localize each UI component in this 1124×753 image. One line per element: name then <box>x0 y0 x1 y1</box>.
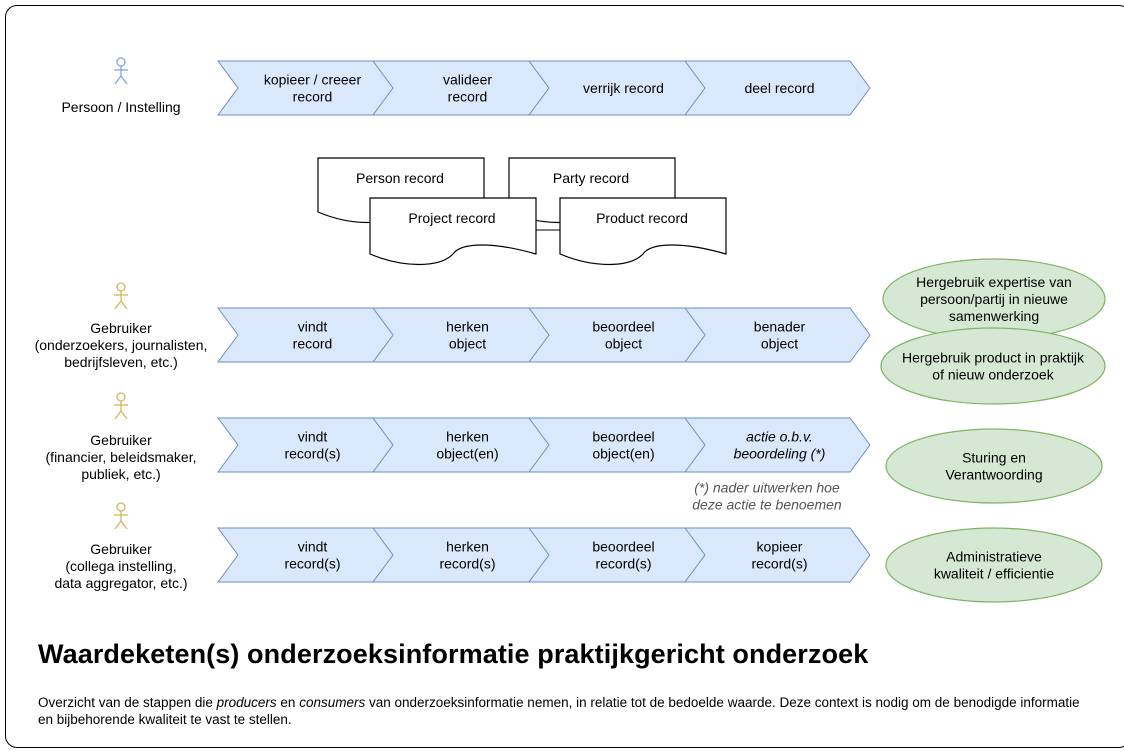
step-4-4-chevron <box>684 527 871 583</box>
description-part-3: van onderzoeksinformatie nemen, in relat… <box>38 695 1080 727</box>
doc-project-record-label: Project record <box>408 210 495 226</box>
actor-2-icon <box>114 282 128 310</box>
doc-person-record-label: Person record <box>356 170 444 186</box>
doc-product-record-label: Product record <box>596 210 688 226</box>
description-producers: producers <box>216 695 277 710</box>
diagram-title: Waardeketen(s) onderzoeksinformatie prak… <box>38 639 869 669</box>
step-1-4-chevron <box>684 60 871 116</box>
actor-2-label: Gebruiker(onderzoekers, journalisten,bed… <box>35 320 208 370</box>
value-governance-ellipse <box>885 428 1103 504</box>
doc-product-record-shape <box>559 197 727 266</box>
doc-party-record-label: Party record <box>553 170 629 186</box>
description-consumers: consumers <box>299 695 366 710</box>
actor-1-label: Persoon / Instelling <box>61 99 180 115</box>
actor-4-label: Gebruiker(collega instelling,data aggreg… <box>54 541 187 591</box>
step-1-3-label: verrijk record <box>583 80 664 96</box>
value-reuse-product-ellipse <box>880 327 1106 405</box>
actor-3-icon <box>114 392 128 420</box>
step-3-4-chevron <box>684 417 871 473</box>
step-3-4-label: actie o.b.v.beoordeling (*) <box>734 428 826 461</box>
actor-3-label: Gebruiker(financier, beleidsmaker,publie… <box>46 432 197 482</box>
description-part-1: Overzicht van de stappen die <box>38 695 217 710</box>
actor-1-icon <box>114 57 128 85</box>
value-admin-quality-ellipse <box>885 527 1103 603</box>
diagram-description: Overzicht van de stappen die producers e… <box>38 694 1098 728</box>
step-2-4-chevron <box>684 307 871 363</box>
actor-4-icon <box>114 502 128 530</box>
description-part-2: en <box>276 695 300 710</box>
step-1-4-label: deel record <box>744 80 814 96</box>
diagram-frame <box>5 5 1124 748</box>
doc-project-record-shape <box>369 197 537 266</box>
